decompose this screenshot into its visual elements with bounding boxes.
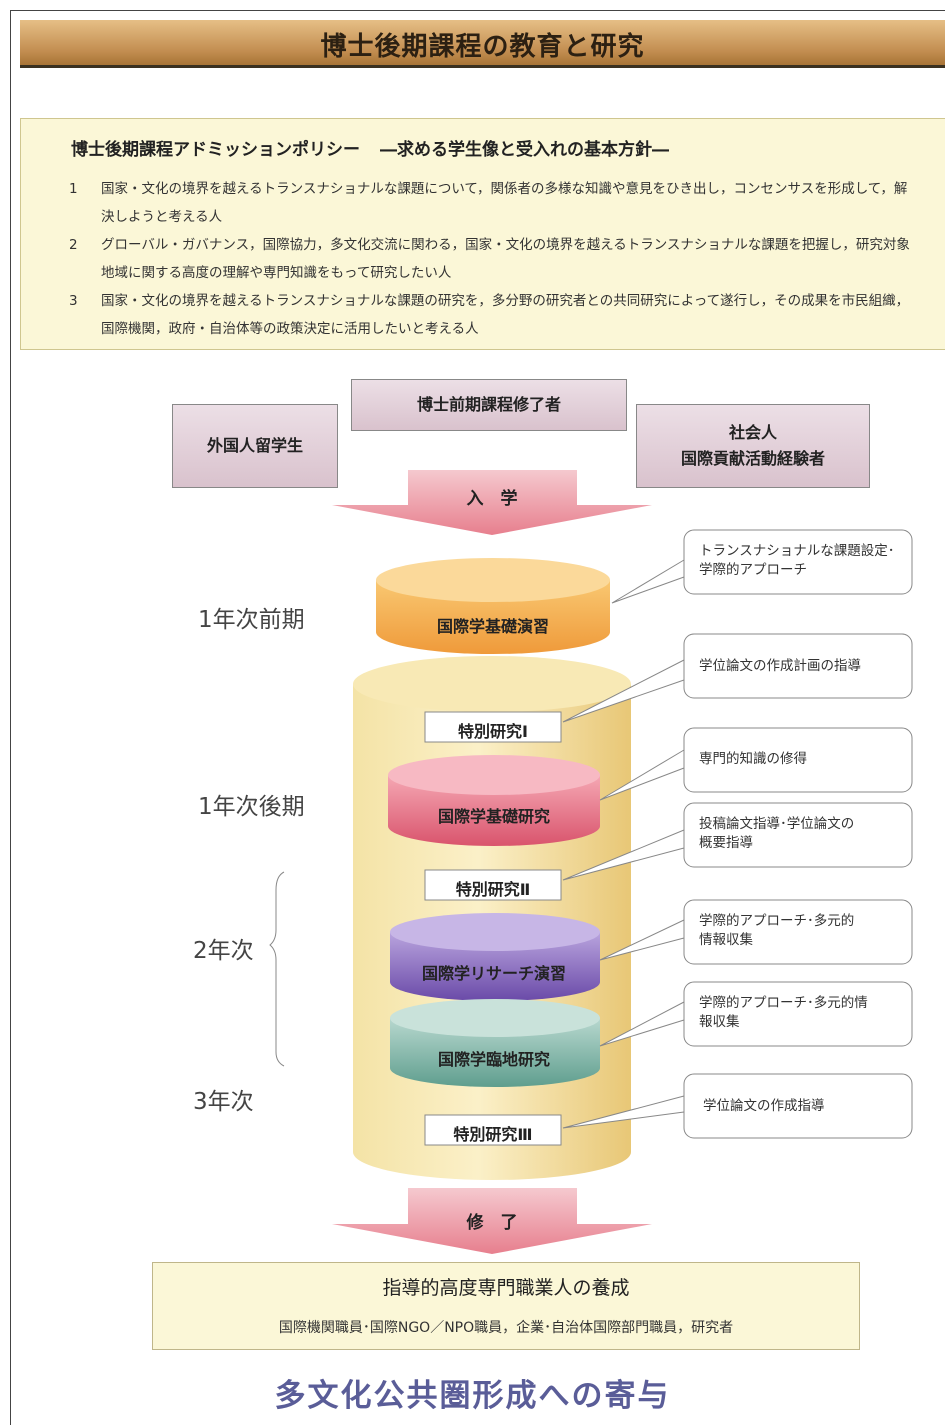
callout-6-line-1: 学際的アプローチ･多元的情	[699, 995, 868, 1011]
policy-item-text: 国家・文化の境界を越えるトランスナショナルな課題について，関係者の多様な知識や意…	[101, 181, 908, 225]
callout-1-line-2: 学際的アプローチ	[699, 562, 807, 578]
policy-heading: 博士後期課程アドミッションポリシー ―求める学生像と受入れの基本方針―	[71, 135, 669, 160]
complete-arrow	[332, 1188, 652, 1254]
tokubetsu-1-box	[424, 711, 562, 743]
course-label-4: 国際学臨地研究	[437, 1050, 550, 1069]
callout-7-text: 学位論文の作成指導	[703, 1097, 825, 1116]
callout-5	[599, 899, 913, 965]
entrant-working-box: 社会人 国際貢献活動経験者	[636, 404, 870, 488]
course-cylinder-3-top	[390, 913, 600, 951]
entrant-master-label: 博士前期課程修了者	[416, 395, 561, 414]
outcome-title: 指導的高度専門職業人の養成	[382, 1277, 630, 1299]
page-title: 博士後期課程の教育と研究	[320, 32, 645, 62]
callout-3-line-1: 専門的知識の修得	[699, 751, 807, 767]
course-cylinder-3	[390, 932, 600, 1001]
callout-7	[562, 1073, 913, 1139]
callout-2-line-1: 学位論文の作成計画の指導	[699, 658, 861, 674]
callout-4	[562, 802, 913, 881]
policy-title: 博士後期課程アドミッションポリシー	[71, 140, 360, 160]
year-label-1-second: 1年次後期	[198, 794, 305, 820]
course-cylinder-2-top	[388, 755, 600, 795]
policy-subtitle: ―求める学生像と受入れの基本方針―	[380, 140, 669, 160]
list-item: 2 グローバル・ガバナンス，国際協力，多文化交流に関わる，国家・文化の境界を越える…	[69, 231, 919, 287]
callout-5-line-1: 学際的アプローチ･多元的	[699, 913, 855, 929]
entrant-master-box: 博士前期課程修了者	[351, 379, 627, 431]
course-label-1: 国際学基礎演習	[436, 617, 549, 636]
policy-item-text: グローバル・ガバナンス，国際協力，多文化交流に関わる，国家・文化の境界を越えるト…	[101, 237, 910, 281]
tokubetsu-3-box	[424, 1114, 562, 1146]
tokubetsu-3-label: 特別研究Ⅲ	[453, 1125, 533, 1144]
entrant-working-label-1: 社会人	[728, 423, 777, 442]
course-label-3: 国際学リサーチ演習	[421, 964, 566, 983]
list-item: 1 国家・文化の境界を越えるトランスナショナルな課題について，関係者の多様な知識や…	[69, 175, 919, 231]
admission-policy-box: 博士後期課程アドミッションポリシー ―求める学生像と受入れの基本方針― 1 国家・文…	[20, 118, 945, 350]
policy-item-number: 3	[69, 293, 78, 309]
callout-5-text: 学際的アプローチ･多元的 情報収集	[699, 912, 854, 950]
callout-1	[611, 529, 913, 604]
callout-1-text: トランスナショナルな課題設定･ 学際的アプローチ	[699, 542, 894, 580]
policy-item-number: 1	[69, 181, 78, 197]
year-label-1-first: 1年次前期	[198, 607, 305, 633]
callout-5-line-2: 情報収集	[699, 932, 753, 948]
footer-slogan: 多文化公共圏形成への寄与	[274, 1378, 671, 1414]
callout-4-line-2: 概要指導	[699, 835, 753, 851]
year-label-2: 2年次	[193, 938, 254, 964]
list-item: 3 国家・文化の境界を越えるトランスナショナルな課題の研究を，多分野の研究者との共…	[69, 287, 919, 343]
outcome-box: 指導的高度専門職業人の養成 国際機関職員･国際NGO／NPO職員，企業･自治体国…	[152, 1262, 860, 1350]
outcome-careers: 国際機関職員･国際NGO／NPO職員，企業･自治体国際部門職員，研究者	[278, 1320, 734, 1336]
callout-2	[562, 633, 913, 723]
entrant-foreign-label: 外国人留学生	[206, 436, 303, 455]
tokubetsu-1-label: 特別研究Ⅰ	[458, 722, 528, 741]
page-header: 博士後期課程の教育と研究	[20, 20, 945, 68]
callout-6-line-2: 報収集	[699, 1014, 740, 1030]
year-label-3: 3年次	[193, 1089, 254, 1115]
enter-label: 入 学	[466, 489, 518, 509]
course-cylinder-4	[390, 1018, 600, 1087]
year-bracket	[269, 871, 285, 1067]
callout-3	[599, 727, 913, 801]
course-cylinder-1-top	[376, 558, 610, 602]
callout-2-text: 学位論文の作成計画の指導	[699, 657, 861, 676]
policy-item-number: 2	[69, 237, 78, 253]
enter-arrow	[332, 470, 652, 535]
callout-1-line-1: トランスナショナルな課題設定･	[699, 543, 895, 559]
complete-label: 修 了	[466, 1213, 518, 1233]
callout-3-text: 専門的知識の修得	[699, 750, 807, 769]
policy-item-text: 国家・文化の境界を越えるトランスナショナルな課題の研究を，多分野の研究者との共同…	[101, 293, 910, 337]
tokubetsu-2-label: 特別研究Ⅱ	[455, 880, 531, 899]
callout-6	[599, 981, 913, 1047]
tokubetsu-2-box	[424, 869, 562, 901]
main-cylinder-top	[353, 656, 631, 712]
callout-6-text: 学際的アプローチ･多元的情 報収集	[699, 994, 868, 1032]
page-frame	[10, 10, 945, 1425]
course-cylinder-4-top	[390, 999, 600, 1037]
course-label-2: 国際学基礎研究	[437, 807, 550, 826]
callout-4-line-1: 投稿論文指導･学位論文の	[699, 816, 855, 832]
course-cylinder-2	[388, 775, 600, 846]
entrant-working-label-2: 国際貢献活動経験者	[680, 449, 825, 468]
entrant-foreign-box: 外国人留学生	[172, 404, 338, 488]
callout-7-line-1: 学位論文の作成指導	[703, 1098, 825, 1114]
callout-4-text: 投稿論文指導･学位論文の 概要指導	[699, 815, 854, 853]
policy-list: 1 国家・文化の境界を越えるトランスナショナルな課題について，関係者の多様な知識や…	[69, 175, 919, 343]
